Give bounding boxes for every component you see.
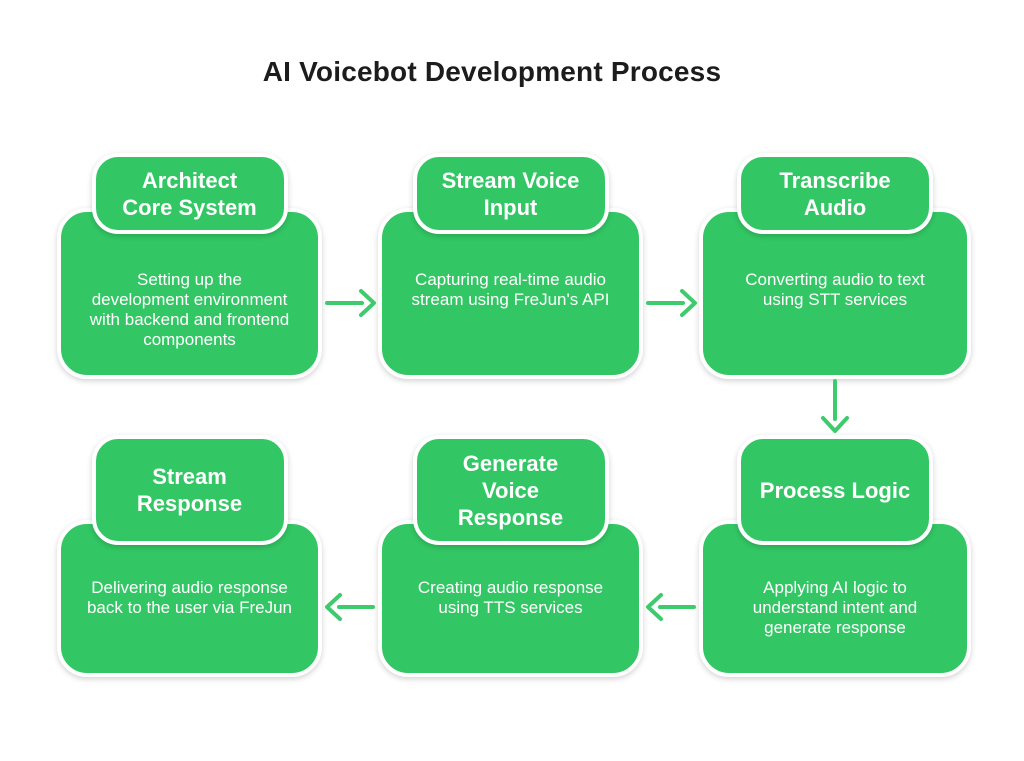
step-header-label: Process Logic — [759, 477, 911, 503]
arrow-transcribe-to-process-logic-icon — [821, 379, 849, 433]
step-body: Capturing real-time audio stream using F… — [378, 208, 643, 379]
page-title: AI Voicebot Development Process — [262, 56, 722, 87]
arrow-architect-to-stream-voice-icon — [325, 289, 376, 317]
step-header: Stream Voice Input — [412, 153, 609, 234]
step-header: Transcribe Audio — [737, 153, 933, 234]
step-body: Delivering audio response back to the us… — [57, 520, 322, 677]
step-header: Architect Core System — [91, 153, 288, 234]
step-header: Generate Voice Response — [412, 435, 609, 545]
step-header-label: Generate Voice Response — [457, 450, 564, 530]
arrow-generate-voice-to-stream-response-icon — [325, 593, 375, 621]
step-description: Converting audio to text using STT servi… — [745, 270, 925, 309]
step-description: Applying AI logic to understand intent a… — [752, 578, 918, 637]
step-description: Setting up the development environment w… — [89, 270, 290, 349]
arrow-stream-voice-to-transcribe-icon — [646, 289, 697, 317]
step-header-label: Stream Response — [136, 464, 243, 516]
arrow-process-logic-to-generate-voice-icon — [646, 593, 696, 621]
step-description: Delivering audio response back to the us… — [86, 578, 293, 617]
step-header-label: Architect Core System — [122, 167, 257, 220]
step-header-label: Transcribe Audio — [779, 167, 891, 220]
step-description: Creating audio response using TTS servic… — [417, 578, 604, 617]
step-body: Setting up the development environment w… — [57, 208, 322, 379]
step-body: Applying AI logic to understand intent a… — [699, 520, 971, 677]
step-description: Capturing real-time audio stream using F… — [411, 270, 610, 309]
step-header: Process Logic — [737, 435, 933, 545]
step-body: Converting audio to text using STT servi… — [699, 208, 971, 379]
step-header: Stream Response — [91, 435, 288, 545]
step-header-label: Stream Voice Input — [441, 167, 580, 220]
step-body: Creating audio response using TTS servic… — [378, 520, 643, 677]
